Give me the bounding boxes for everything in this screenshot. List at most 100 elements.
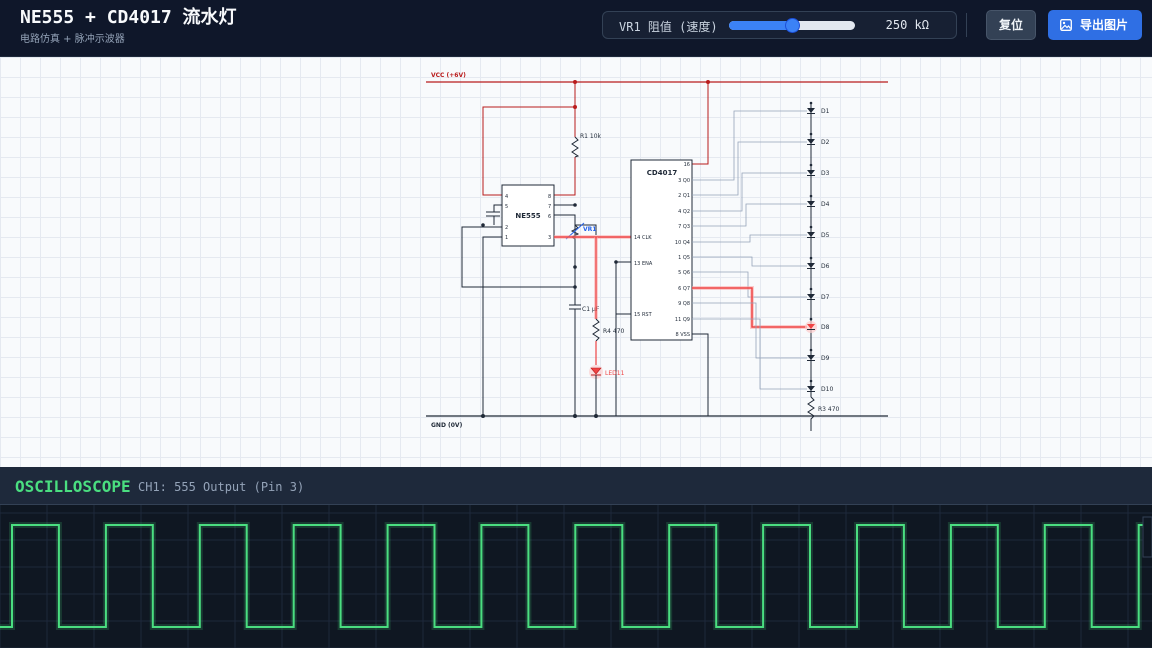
- cd4017-pin-9: 9 Q8: [678, 301, 690, 307]
- output-wire-d7: [692, 271, 807, 298]
- led-junction-d8: [809, 317, 813, 321]
- output-glow-d8: [692, 286, 807, 329]
- header-divider: [966, 13, 967, 37]
- cd4017-pin-8: 6 Q7: [678, 286, 690, 292]
- ne555-pin-1: 1: [505, 235, 508, 241]
- led-label-d1: D1: [821, 108, 830, 115]
- output-wire-d9: [692, 302, 807, 359]
- schematic-svg: VCC (+6V) GND (0V) R1 10k NE555 4 5 2 1 …: [426, 72, 888, 431]
- cd4017-pin-11: 8 VSS: [675, 332, 690, 338]
- ch1-trace: [0, 524, 1152, 628]
- led11-label: LED11: [605, 370, 625, 377]
- vr1-label: VR1: [583, 226, 596, 233]
- r3-label: R3 470: [818, 406, 840, 413]
- led-d4: [807, 201, 815, 206]
- led11: [589, 365, 603, 387]
- output-wire-d3: [692, 172, 807, 212]
- vcc-label: VCC (+6V): [431, 72, 466, 79]
- oscilloscope-screen: [0, 505, 1152, 648]
- output-wire-d2: [692, 141, 807, 196]
- cd4017-pin-4: 7 Q3: [678, 224, 690, 230]
- led-d7: [807, 294, 815, 299]
- r1-resistor: [571, 136, 580, 158]
- cd4017-pin-5: 10 Q4: [675, 240, 690, 246]
- oscilloscope-title: OSCILLOSCOPE: [15, 477, 131, 496]
- r3-resistor: [807, 396, 815, 431]
- output-wire-d10: [692, 318, 807, 390]
- led-d5: [807, 232, 815, 237]
- scope-edge-handle[interactable]: [1142, 516, 1152, 558]
- vr1-slider-fill: [729, 21, 792, 30]
- led-junction-d10: [809, 379, 813, 383]
- cd4017-label: CD4017: [647, 169, 678, 177]
- cd4017-pin-1: 3 Q0: [678, 178, 690, 184]
- led-label-d7: D7: [821, 294, 830, 301]
- vr1-slider-thumb[interactable]: [785, 18, 800, 33]
- led-label-d9: D9: [821, 355, 830, 362]
- led-d2: [807, 139, 815, 144]
- led-junction-d7: [809, 287, 813, 291]
- ne555-pin-8: 8: [548, 194, 551, 200]
- cd4017-pin-3: 4 Q2: [678, 209, 690, 215]
- page-subtitle: 电路仿真 + 脉冲示波器: [20, 34, 125, 45]
- image-icon: [1060, 19, 1072, 31]
- led-d10: [807, 386, 815, 391]
- clock-signal-path: [554, 235, 631, 319]
- led-junction-d6: [809, 256, 813, 260]
- cd4017-pin-10: 11 Q9: [675, 317, 690, 323]
- cd4017-pin-clk: 14 CLK: [634, 235, 652, 241]
- led-label-d3: D3: [821, 170, 830, 177]
- led-junction-d4: [809, 194, 813, 198]
- led-label-d5: D5: [821, 232, 830, 239]
- led-label-d6: D6: [821, 263, 830, 270]
- vr1-control: VR1 阻值 (速度) 250 kΩ: [602, 11, 957, 39]
- ne555-pin-5: 5: [505, 204, 508, 210]
- output-wire-d1: [692, 110, 807, 181]
- r4-label: R4 470: [603, 328, 625, 335]
- export-button-label: 导出图片: [1080, 18, 1129, 32]
- output-wire-d4: [692, 203, 807, 227]
- export-image-button[interactable]: 导出图片: [1048, 10, 1142, 40]
- vr1-value: 250 kΩ: [885, 18, 929, 32]
- ne555-wiring: [461, 204, 709, 416]
- oscilloscope-svg: [0, 505, 1152, 648]
- ne555-pin-3: 3: [548, 235, 551, 241]
- output-wire-d8: [692, 287, 807, 328]
- ne555-pin-6: 6: [548, 214, 551, 220]
- oscilloscope-channel: CH1: 555 Output (Pin 3): [138, 480, 305, 494]
- output-wire-d6: [692, 256, 807, 267]
- vcc-wiring: [482, 82, 709, 196]
- led-d8: [807, 324, 815, 329]
- led-d1: [807, 108, 815, 113]
- schematic-canvas: VCC (+6V) GND (0V) R1 10k NE555 4 5 2 1 …: [0, 57, 1152, 467]
- cd4017-pin-7: 5 Q6: [678, 270, 690, 276]
- led-label-d2: D2: [821, 139, 830, 146]
- led-label-d8: D8: [821, 324, 830, 331]
- cd4017-pin-2: 2 Q1: [678, 193, 690, 199]
- led-junction-d2: [809, 132, 813, 136]
- cd4017-pin-rst: 15 RST: [634, 312, 653, 318]
- cd4017-chip: [630, 159, 693, 341]
- vr1-slider[interactable]: [729, 18, 855, 33]
- output-wire-d5: [692, 234, 807, 243]
- reset-button[interactable]: 复位: [986, 10, 1036, 40]
- led-label-d4: D4: [821, 201, 830, 208]
- led-junction-d5: [809, 225, 813, 229]
- vr1-label: VR1 阻值 (速度): [619, 20, 718, 34]
- ne555-chip: [501, 184, 555, 247]
- vcc-junctions: [573, 80, 710, 109]
- ne555-pin-2: 2: [505, 225, 508, 231]
- cd4017-pin-0: 16: [684, 162, 690, 168]
- r1-label: R1 10k: [580, 133, 602, 140]
- cd4017-output-wires: [692, 110, 807, 390]
- ne555-label: NE555: [515, 212, 540, 220]
- app-header: NE555 + CD4017 流水灯 电路仿真 + 脉冲示波器 VR1 阻值 (…: [0, 0, 1152, 57]
- c1-label: C1 μF: [582, 306, 600, 313]
- led-label-d10: D10: [821, 386, 833, 393]
- led-junction-d1: [809, 101, 813, 105]
- gnd-label: GND (0V): [431, 422, 463, 429]
- led-junction-d3: [809, 163, 813, 167]
- r4-resistor: [592, 318, 600, 342]
